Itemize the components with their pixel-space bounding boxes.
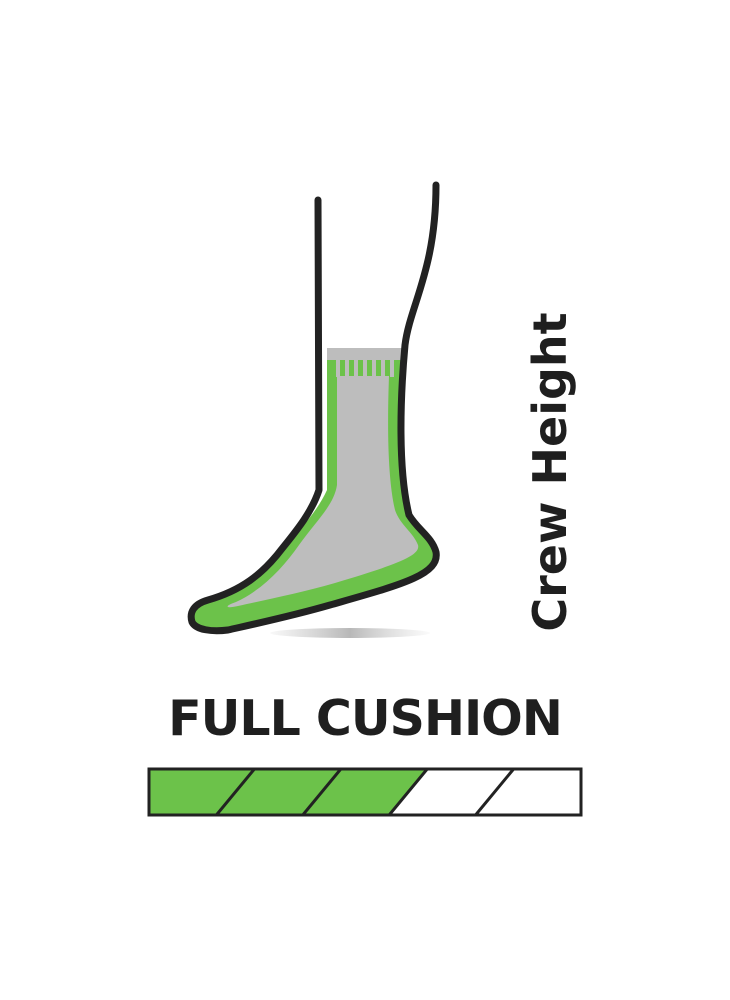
sock-icon bbox=[187, 181, 440, 635]
cushion-meter-divider bbox=[301, 769, 342, 815]
sock-cuff bbox=[327, 348, 403, 377]
cushion-meter-fill bbox=[149, 769, 428, 815]
sock-inner bbox=[227, 376, 419, 608]
sock-height-label: Crew Height bbox=[523, 312, 577, 631]
cushion-level-label: FULL CUSHION bbox=[168, 690, 562, 747]
cushion-meter-divider bbox=[388, 769, 429, 815]
cushion-meter-frame bbox=[147, 767, 583, 817]
cushion-meter-dividers bbox=[215, 769, 515, 815]
cushion-meter-divider bbox=[215, 769, 256, 815]
cushion-meter-divider bbox=[474, 769, 515, 815]
leg-outline bbox=[187, 181, 440, 635]
cushion-meter bbox=[147, 767, 583, 817]
ground-shadow bbox=[270, 628, 430, 638]
